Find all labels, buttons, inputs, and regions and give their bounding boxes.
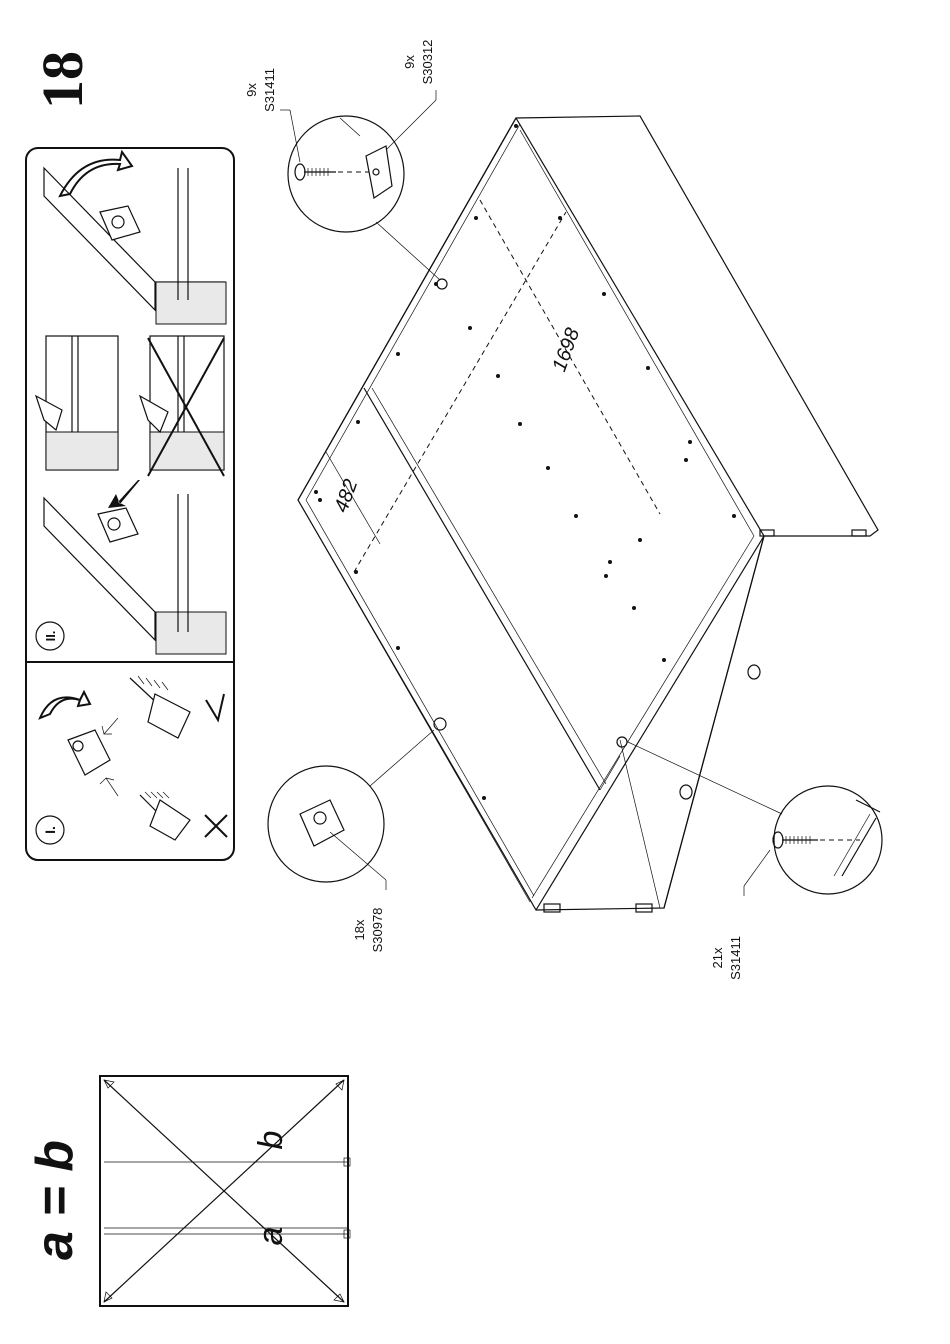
insert-arrow-icon <box>102 718 118 734</box>
callout-code: S30978 <box>370 908 385 953</box>
section-1-label: I. <box>42 826 58 834</box>
wrong-screw-icon <box>140 792 190 840</box>
step-number: 18 <box>30 51 95 109</box>
callout-label-top-right: 9x S30312 <box>402 40 435 85</box>
down-arrow-icon <box>108 480 140 508</box>
section-2-label: II. <box>43 631 58 642</box>
insert-arrow-icon <box>100 778 118 796</box>
box-assembly <box>298 116 878 912</box>
correct-screw-icon <box>130 676 190 738</box>
cam-connector-icon <box>68 730 110 775</box>
callout-bottom <box>628 742 882 896</box>
dimension-1698: 1698 <box>548 325 584 374</box>
callout-code: S30312 <box>420 40 435 85</box>
section-2-badge: II. <box>36 622 64 650</box>
screw-angle-icon <box>36 396 62 430</box>
guide-line <box>354 212 566 572</box>
step-number-text: 18 <box>30 51 95 109</box>
screw-angle-icon <box>140 396 168 432</box>
callout-label-top-left: 9x S31411 <box>244 68 277 112</box>
rotate-arrow-icon <box>60 152 132 196</box>
connector-screw-detail <box>40 676 227 840</box>
check-mark-icon <box>206 694 224 720</box>
callout-qty: 18x <box>352 919 367 940</box>
connector-block-icon <box>100 206 140 240</box>
callout-label-bottom: 21x S31411 <box>710 936 743 980</box>
callout-qty: 21x <box>710 947 725 968</box>
callout-top <box>280 90 440 280</box>
detail-panel: I. II. <box>26 148 234 860</box>
wall-mount-detail <box>36 152 226 654</box>
diagonal-b-label: b <box>252 1131 290 1150</box>
callout-label-left: 18x S30978 <box>352 908 385 953</box>
cross-mark-icon <box>205 815 227 837</box>
frame-outline <box>298 116 878 910</box>
formula-label: a = b <box>26 1140 84 1260</box>
diagonal-check-diagram <box>100 1076 350 1306</box>
diagonal-a-label: a <box>252 1227 290 1246</box>
callout-qty: 9x <box>244 83 259 97</box>
dimension-482: 482 <box>330 477 362 516</box>
callout-left <box>268 730 434 890</box>
detail-panel-frame <box>26 148 234 860</box>
cam-connector-icon <box>300 800 344 846</box>
connector-block-icon <box>98 508 138 542</box>
callout-code: S31411 <box>262 68 277 112</box>
callout-code: S31411 <box>728 936 743 980</box>
screw-icon <box>295 164 305 180</box>
screw-holes <box>314 124 736 800</box>
callout-qty: 9x <box>402 55 417 69</box>
section-1-badge: I. <box>36 816 64 844</box>
rotate-arrow-icon <box>40 692 90 718</box>
formula-text: a = b <box>26 1140 84 1260</box>
